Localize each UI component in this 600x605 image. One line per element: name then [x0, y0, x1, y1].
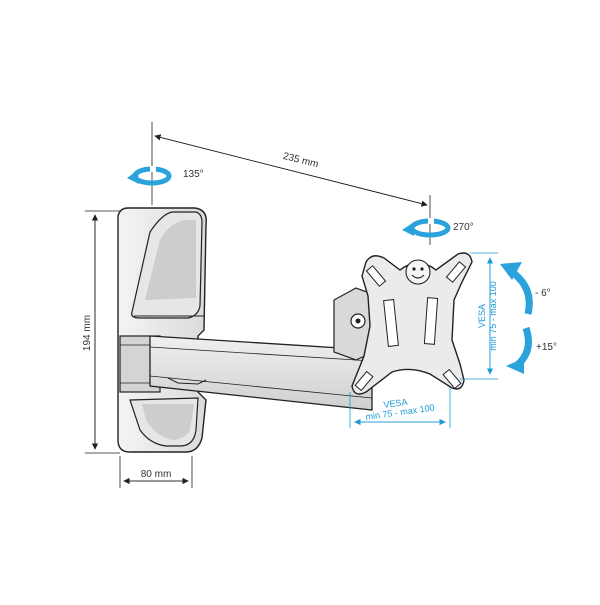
- wall-swivel-arrow: 135°: [127, 166, 204, 186]
- curved-arrow-up-icon: [500, 262, 533, 315]
- wall-plate: [117, 207, 207, 453]
- rotate-arrow-icon: [127, 166, 172, 186]
- width-dimension-label: 80 mm: [141, 469, 172, 480]
- reach-dimension-label: 235 mm: [282, 151, 320, 170]
- width-dimension: 80 mm: [119, 456, 193, 488]
- swing-arm: [149, 335, 373, 411]
- vesa-plate: [351, 252, 473, 395]
- curved-arrow-down-icon: [506, 326, 532, 374]
- tilt-down-label: +15°: [536, 342, 557, 353]
- vesa-vertical-range: min 75 - max 100: [488, 281, 498, 351]
- vesa-vertical-dimension: VESA min 75 - max 100: [460, 252, 498, 380]
- wall-swivel-label: 135°: [183, 169, 204, 180]
- head-swivel-arrow: 270°: [402, 218, 474, 238]
- tilt-up-label: - 6°: [535, 288, 551, 299]
- rotate-arrow-icon: [402, 218, 451, 238]
- vesa-horizontal-title: VESA: [383, 397, 408, 410]
- tilt-down-arrow: +15°: [506, 326, 557, 374]
- head-swivel-label: 270°: [453, 222, 474, 233]
- tilt-up-arrow: - 6°: [500, 262, 551, 315]
- vesa-vertical-title: VESA: [477, 304, 487, 328]
- height-dimension-label: 194 mm: [82, 315, 93, 351]
- smiley-face-icon: [405, 259, 431, 285]
- height-dimension: 194 mm: [82, 210, 120, 454]
